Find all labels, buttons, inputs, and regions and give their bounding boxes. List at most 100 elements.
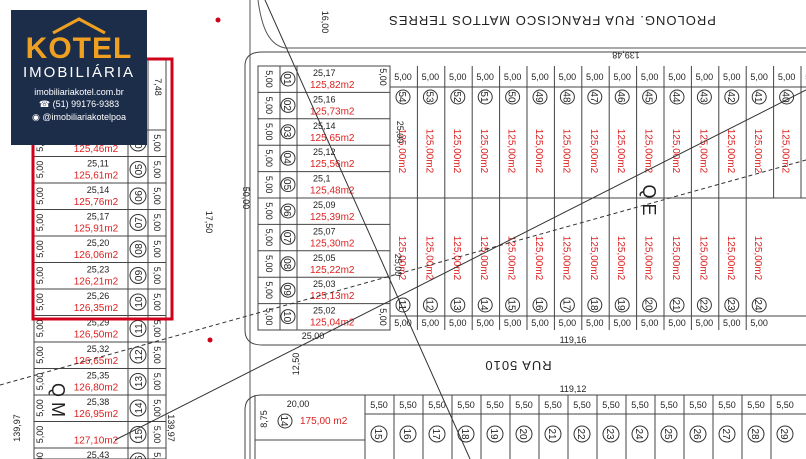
- lot-area: 125,00m2: [533, 236, 544, 281]
- lot-number[interactable]: 25: [662, 428, 673, 440]
- lot-number[interactable]: 05: [134, 164, 145, 176]
- lot-number-circle: [587, 89, 603, 105]
- lot-number[interactable]: 04: [281, 153, 292, 165]
- lot-area: 125,00m2: [396, 129, 407, 174]
- lot-width: 5,50: [660, 400, 678, 410]
- lot-number[interactable]: 18: [459, 428, 470, 440]
- lot-number[interactable]: 51: [478, 91, 489, 103]
- lot-width: 5,50: [370, 400, 388, 410]
- lot-number[interactable]: 22: [697, 299, 708, 311]
- lot-number[interactable]: 17: [560, 299, 571, 311]
- lot-number-circle: [724, 89, 740, 105]
- lot-width: 5,00: [723, 318, 741, 328]
- lot-number[interactable]: 14: [478, 299, 489, 311]
- lot-number[interactable]: 01: [281, 73, 292, 85]
- lot-number[interactable]: 17: [430, 428, 441, 440]
- lot-number[interactable]: 15: [506, 299, 517, 311]
- lot-number[interactable]: 23: [725, 299, 736, 311]
- lot-number-circle: [486, 425, 504, 443]
- lot-number-circle: [544, 425, 562, 443]
- lot-number[interactable]: 06: [134, 190, 145, 202]
- lot-number[interactable]: 49: [533, 91, 544, 103]
- lot-number[interactable]: 14: [134, 402, 145, 414]
- block-lower-outline: [244, 394, 806, 459]
- lot-number[interactable]: 22: [575, 428, 586, 440]
- lot-number[interactable]: 29: [778, 428, 789, 440]
- lot-number[interactable]: 42: [725, 91, 736, 103]
- lot-number[interactable]: 24: [752, 299, 763, 311]
- lot-number-circle: [280, 177, 296, 193]
- lot-number[interactable]: 13: [451, 299, 462, 311]
- lot-number[interactable]: 11: [134, 323, 145, 334]
- lot-number[interactable]: 50: [506, 91, 517, 103]
- lot-number[interactable]: 05: [281, 179, 292, 191]
- lot-number[interactable]: 12: [134, 349, 145, 361]
- lot-number-circle: [559, 297, 575, 313]
- lot-number[interactable]: 08: [281, 258, 292, 270]
- lot-number[interactable]: 40: [780, 91, 791, 103]
- lot-area: 125,00m2: [615, 129, 626, 174]
- lot-number[interactable]: 43: [697, 91, 708, 103]
- lot-number[interactable]: 09: [134, 270, 145, 282]
- lot-number[interactable]: 16: [134, 455, 145, 459]
- lot-number[interactable]: 03: [281, 126, 292, 138]
- lot-number[interactable]: 48: [560, 91, 571, 103]
- lot-number[interactable]: 07: [134, 217, 145, 229]
- lot-number[interactable]: 13: [134, 376, 145, 388]
- lot-width: 5,00: [152, 267, 162, 285]
- lot-width: 5,00: [152, 240, 162, 258]
- block-label-qm: Q M: [48, 383, 68, 417]
- lot-number[interactable]: 19: [488, 428, 499, 440]
- lot-number[interactable]: 02: [281, 100, 292, 112]
- lot-number[interactable]: 15: [134, 429, 145, 441]
- lot-width: 5,00: [422, 318, 440, 328]
- lot-area: 125,00m2: [725, 236, 736, 281]
- lot-number[interactable]: 24: [633, 428, 644, 440]
- lot-number[interactable]: 52: [451, 91, 462, 103]
- lot-number[interactable]: 14: [278, 415, 289, 427]
- lot-number[interactable]: 16: [401, 428, 412, 440]
- lot-width: 5,50: [486, 400, 504, 410]
- dim-12-50: 12,50: [291, 353, 301, 376]
- lot-number-circle: [614, 89, 630, 105]
- lot-width: 5,00: [35, 267, 45, 285]
- lot-width: 5,00: [449, 318, 467, 328]
- lot-number[interactable]: 47: [588, 91, 599, 103]
- lot-number[interactable]: 28: [749, 428, 760, 440]
- lot-number[interactable]: 26: [691, 428, 702, 440]
- lot-number[interactable]: 21: [670, 299, 681, 311]
- lot-number-circle: [669, 297, 685, 313]
- lot-number[interactable]: 18: [588, 299, 599, 311]
- lot-number[interactable]: 08: [134, 243, 145, 255]
- lot-number[interactable]: 21: [546, 428, 557, 440]
- lot-number[interactable]: 09: [281, 285, 292, 297]
- lot-number[interactable]: 54: [396, 91, 407, 103]
- lot-number[interactable]: 10: [281, 311, 292, 323]
- lot-number[interactable]: 27: [720, 428, 731, 440]
- lot-number[interactable]: 16: [533, 299, 544, 311]
- marker-dot: [207, 337, 213, 343]
- lot-number-circle: [129, 293, 147, 311]
- lot-number-circle: [696, 89, 712, 105]
- lot-width: 5,00: [264, 149, 274, 167]
- lot-area: 125,00m2: [643, 129, 654, 174]
- lot-number-circle: [129, 214, 147, 231]
- lot-number[interactable]: 46: [615, 91, 626, 103]
- lot-number[interactable]: 15: [372, 428, 383, 440]
- lot-number[interactable]: 07: [281, 232, 292, 244]
- lot-number[interactable]: 53: [423, 91, 434, 103]
- lot-number-circle: [642, 297, 658, 313]
- lot-number[interactable]: 06: [281, 205, 292, 217]
- lot-number-circle: [428, 425, 446, 443]
- lot-number[interactable]: 20: [643, 299, 654, 311]
- lot-number[interactable]: 41: [752, 91, 763, 103]
- lot-number[interactable]: 20: [517, 428, 528, 440]
- lot-number[interactable]: 19: [615, 299, 626, 311]
- lot-number[interactable]: 44: [670, 91, 681, 103]
- lot-area: 125,76m2: [74, 197, 119, 208]
- lot-area: 125,00m2: [478, 236, 489, 281]
- lot-number[interactable]: 45: [643, 91, 654, 103]
- lot-number[interactable]: 23: [604, 428, 615, 440]
- lot-number[interactable]: 12: [423, 299, 434, 311]
- lot-number[interactable]: 10: [134, 296, 145, 308]
